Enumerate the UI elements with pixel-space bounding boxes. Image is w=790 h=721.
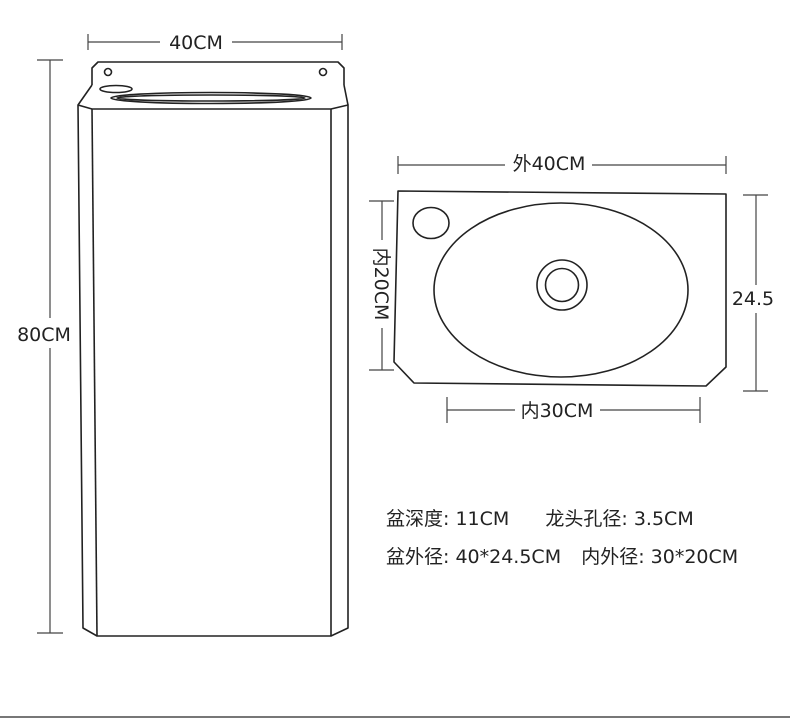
top-outer-width-dimension	[397, 156, 727, 174]
spec-row-1: 盆深度: 11CM 龙头孔径: 3.5CM	[386, 500, 738, 538]
top-inner-height-label: 内20CM	[370, 248, 392, 321]
spec-inner-size: 内外径: 30*20CM	[581, 538, 738, 576]
spec-value: 11CM	[455, 508, 510, 530]
top-inner-width-label: 内30CM	[521, 400, 594, 422]
basin-outline	[393, 190, 727, 387]
rim-top	[77, 84, 349, 106]
spec-basin-depth: 盆深度: 11CM	[386, 500, 509, 538]
spec-value: 3.5CM	[633, 508, 694, 530]
spec-label: 盆深度:	[386, 508, 450, 530]
basin-opening-inner	[116, 94, 306, 102]
drain-outer	[536, 259, 588, 311]
top-outer-width-label: 外40CM	[513, 153, 586, 175]
spec-outer-size: 盆外径: 40*24.5CM	[386, 538, 561, 576]
drain-inner	[544, 267, 580, 303]
top-outer-height-label: 24.5	[732, 288, 774, 310]
spec-label: 龙头孔径:	[545, 508, 628, 530]
front-height-label: 80CM	[17, 324, 71, 346]
spec-value: 30*20CM	[650, 546, 739, 568]
top-outer-height-dimension	[743, 194, 768, 392]
top-inner-height-dimension	[369, 200, 394, 371]
bottom-divider	[0, 716, 790, 718]
mounting-flange	[91, 61, 345, 85]
spec-row-2: 盆外径: 40*24.5CM 内外径: 30*20CM	[386, 538, 738, 576]
spec-label: 盆外径:	[386, 546, 450, 568]
basin-opening	[110, 91, 312, 105]
cabinet-edge-left	[91, 108, 98, 637]
faucet-hole	[99, 84, 133, 94]
mounting-hole-left	[103, 67, 113, 77]
front-width-dimension	[87, 34, 343, 50]
front-view	[77, 61, 349, 637]
spec-label: 内外径:	[581, 546, 645, 568]
spec-value: 40*24.5CM	[455, 546, 562, 568]
basin-bowl	[433, 202, 689, 378]
front-height-dimension	[37, 59, 63, 634]
top-view	[393, 190, 727, 387]
top-faucet-hole	[412, 206, 450, 240]
cabinet-body	[77, 104, 349, 637]
spec-list: 盆深度: 11CM 龙头孔径: 3.5CM 盆外径: 40*24.5CM 内外径…	[386, 500, 738, 576]
top-inner-width-dimension	[446, 397, 701, 423]
spec-faucet-hole-diameter: 龙头孔径: 3.5CM	[545, 500, 693, 538]
mounting-hole-right	[318, 67, 328, 77]
front-width-label: 40CM	[169, 32, 223, 54]
